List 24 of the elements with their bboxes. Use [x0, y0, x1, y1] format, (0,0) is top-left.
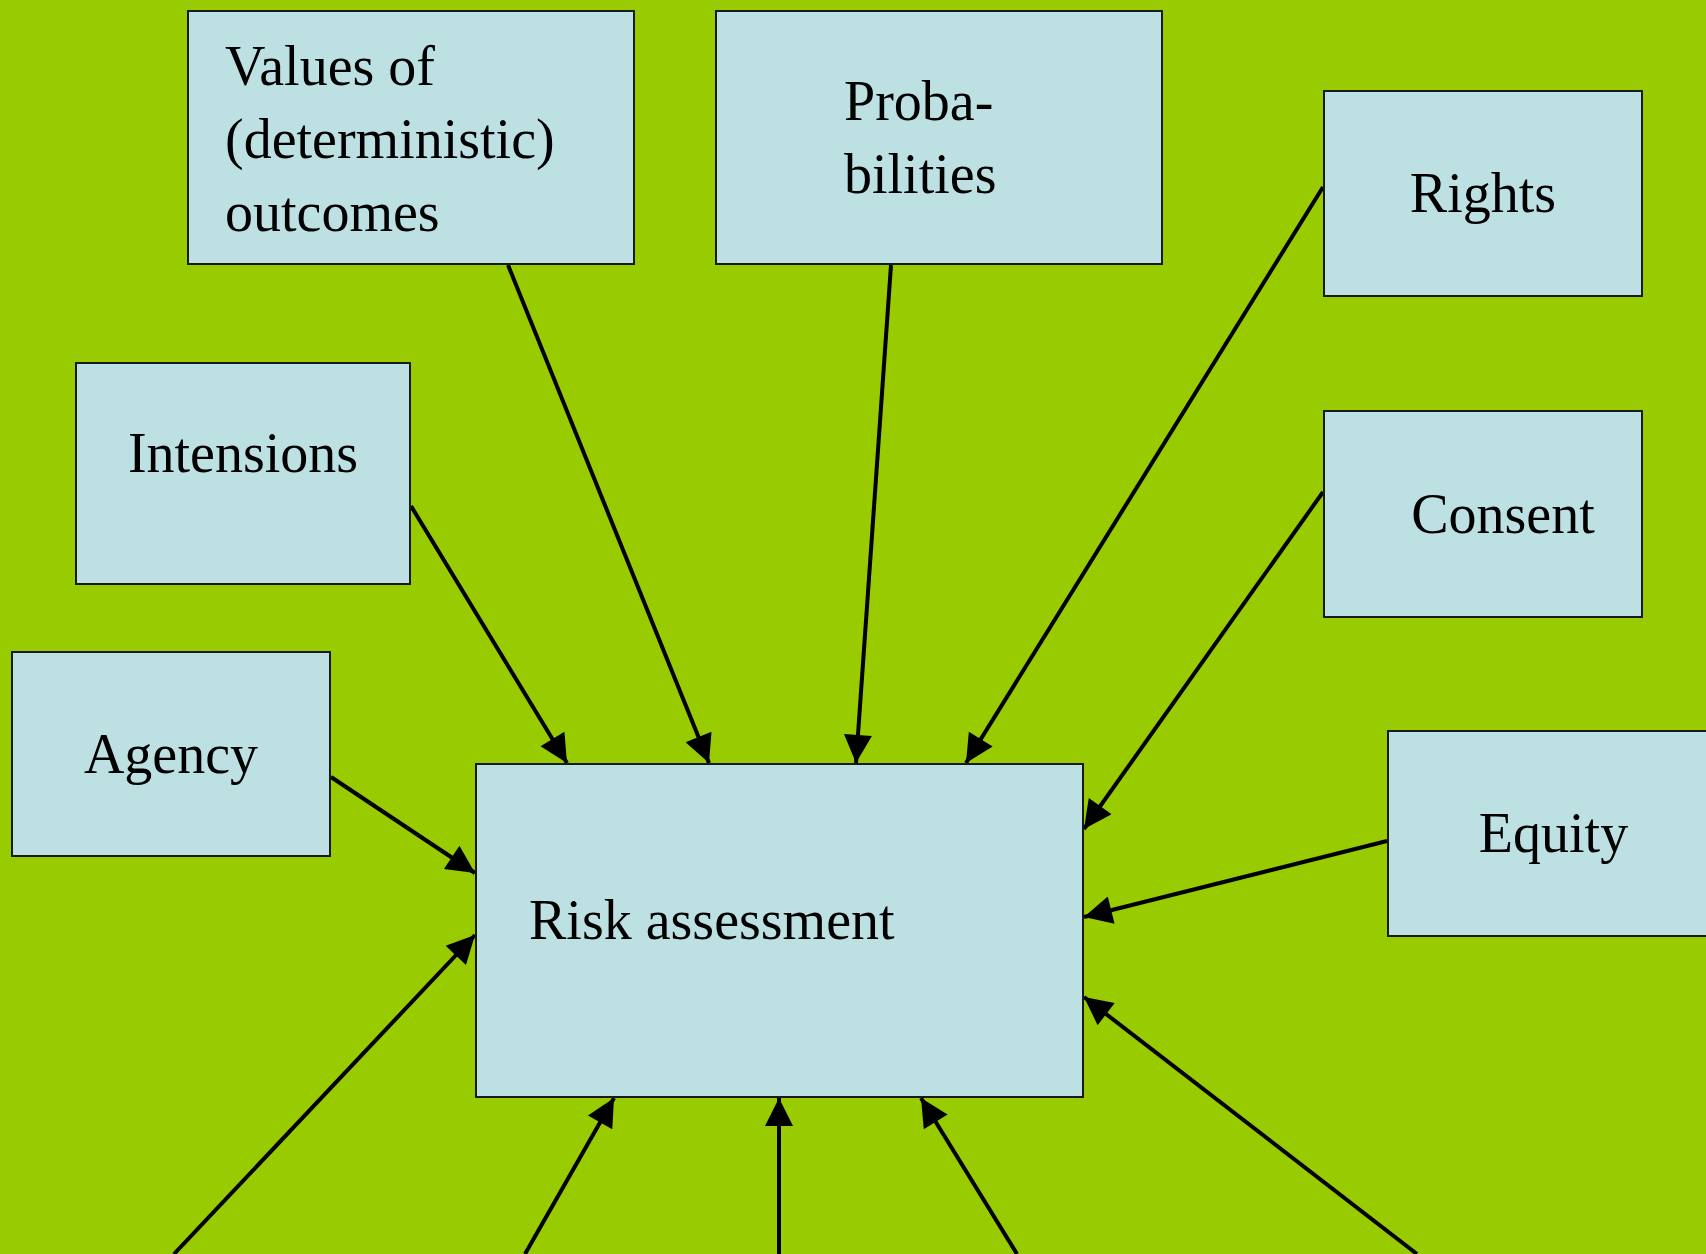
box-label: Equity [1478, 801, 1629, 867]
concept-box [1323, 410, 1643, 618]
arrow [1083, 839, 1388, 924]
concept-box [1387, 730, 1706, 937]
arrow [523, 1097, 616, 1254]
arrow [765, 1098, 793, 1254]
arrow [919, 1096, 1019, 1254]
concept-box [475, 763, 1084, 1098]
concept-box [75, 362, 411, 585]
box-label: Consent [1411, 481, 1595, 547]
arrow [964, 185, 1325, 765]
box-label: Risk assessment [529, 888, 895, 954]
box-label: Proba- bilities [844, 68, 998, 207]
arrow [844, 264, 893, 764]
concept-box [11, 651, 331, 857]
arrow [172, 933, 477, 1254]
box-label: Intensions [127, 421, 359, 487]
concept-box [1323, 90, 1643, 297]
arrow [506, 264, 712, 764]
box-label: Values of (deterministic) outcomes [225, 34, 556, 245]
concept-box [715, 10, 1163, 265]
concept-box [187, 10, 635, 265]
box-label: Agency [83, 721, 259, 787]
box-label: Rights [1409, 161, 1557, 227]
